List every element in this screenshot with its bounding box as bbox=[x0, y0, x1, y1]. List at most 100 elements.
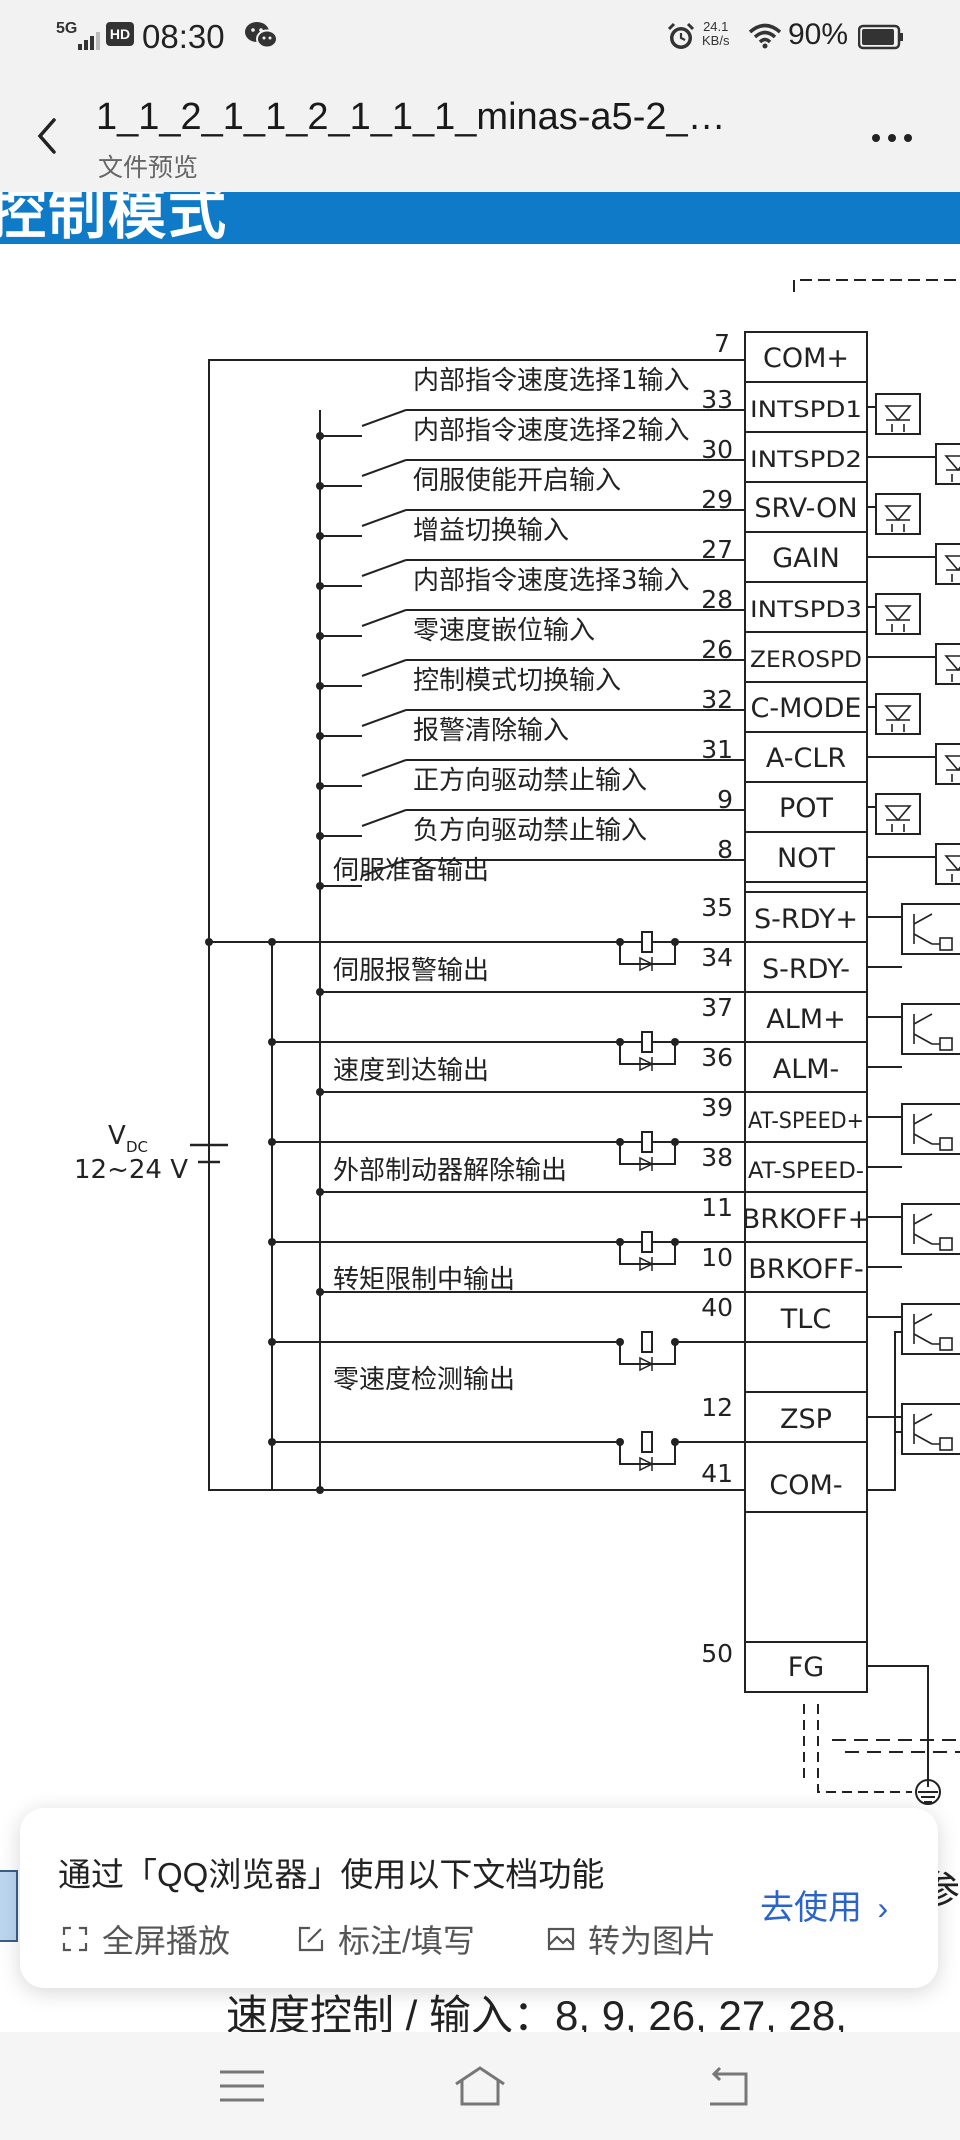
pin-number: 50 bbox=[701, 1639, 733, 1668]
signal-name: AT-SPEED+ bbox=[748, 1109, 864, 1134]
home-icon[interactable] bbox=[450, 2060, 510, 2112]
switch-contact bbox=[361, 759, 407, 777]
wifi-icon bbox=[748, 23, 782, 49]
input-label: 零速度嵌位输入 bbox=[413, 616, 595, 646]
pin-number: 40 bbox=[701, 1293, 733, 1322]
input-optocoupler bbox=[935, 543, 960, 585]
switch-contact bbox=[361, 509, 407, 527]
signal-name: ALM+ bbox=[766, 1004, 845, 1035]
wechat-icon bbox=[245, 22, 278, 49]
relay-coil bbox=[641, 931, 653, 953]
section-title: 控制模式 bbox=[0, 192, 229, 244]
signal-name: AT-SPEED- bbox=[748, 1159, 864, 1184]
chevron-right-icon: › bbox=[877, 1890, 889, 1926]
output-label: 零速度检测输出 bbox=[333, 1365, 515, 1395]
popup-message: 通过「QQ浏览器」使用以下文档功能 bbox=[58, 1856, 605, 1893]
more-icon[interactable] bbox=[862, 118, 922, 158]
relay-coil bbox=[641, 1431, 653, 1453]
status-bar: 5G HD 08:30 24.1 KB/s 90% bbox=[0, 0, 960, 74]
junction-dot bbox=[316, 882, 324, 890]
signal-name: A-CLR bbox=[766, 743, 846, 774]
output-optocoupler bbox=[901, 1403, 960, 1455]
annotate-button[interactable]: 标注/填写 bbox=[296, 1916, 475, 1962]
pin-number: 41 bbox=[701, 1459, 733, 1488]
to-image-button[interactable]: 转为图片 bbox=[546, 1916, 716, 1962]
output-label: 伺服报警输出 bbox=[333, 956, 489, 986]
input-optocoupler bbox=[935, 843, 960, 885]
junction-dot bbox=[316, 732, 324, 740]
back-nav-icon[interactable] bbox=[700, 2060, 760, 2112]
flyback-diode bbox=[639, 1356, 654, 1372]
voltage-range: 12~24 V bbox=[74, 1155, 188, 1185]
junction-dot bbox=[616, 1138, 624, 1146]
doc-peek-left bbox=[0, 1870, 18, 1942]
pin-number: 38 bbox=[701, 1143, 733, 1172]
fullscreen-button[interactable]: 全屏播放 bbox=[60, 1916, 230, 1962]
junction-dot bbox=[268, 1038, 276, 1046]
junction-dot bbox=[671, 938, 679, 946]
relay-coil bbox=[641, 1331, 653, 1353]
vdc-label: V bbox=[108, 1121, 126, 1151]
junction-dot bbox=[671, 1138, 679, 1146]
signal-name: S-RDY- bbox=[762, 954, 850, 985]
pin-number: 12 bbox=[701, 1393, 733, 1422]
signal-name: BRKOFF- bbox=[748, 1254, 864, 1285]
junction-dot bbox=[671, 1038, 679, 1046]
app-header: 1_1_2_1_1_2_1_1_1_minas-a5-2_… 文件预览 bbox=[0, 74, 960, 192]
pin-number: 37 bbox=[701, 993, 733, 1022]
flyback-diode bbox=[639, 1256, 654, 1272]
input-optocoupler bbox=[935, 743, 960, 785]
pin-number: 32 bbox=[701, 685, 733, 714]
output-optocoupler bbox=[901, 1203, 960, 1255]
qq-browser-popup: 通过「QQ浏览器」使用以下文档功能 全屏播放 标注/填写 转为图片 去使用 › bbox=[20, 1808, 938, 1988]
switch-contact bbox=[361, 459, 407, 477]
junction-dot bbox=[316, 582, 324, 590]
back-icon[interactable] bbox=[24, 108, 72, 164]
signal-name: S-RDY+ bbox=[754, 904, 858, 935]
input-label: 内部指令速度选择1输入 bbox=[413, 366, 690, 396]
net-speed-unit: KB/s bbox=[702, 33, 730, 48]
junction-dot bbox=[616, 1338, 624, 1346]
signal-name: POT bbox=[779, 793, 834, 824]
input-optocoupler bbox=[875, 593, 921, 635]
opto-wire bbox=[867, 916, 902, 968]
fullscreen-label: 全屏播放 bbox=[102, 1923, 231, 1959]
pin-number: 30 bbox=[701, 435, 733, 464]
input-label: 正方向驱动禁止输入 bbox=[413, 766, 647, 796]
input-label: 负方向驱动禁止输入 bbox=[413, 816, 647, 846]
pin-number: 28 bbox=[701, 585, 733, 614]
opto-wire bbox=[867, 1116, 902, 1168]
signal-name: INTSPD3 bbox=[750, 598, 862, 623]
junction-dot bbox=[316, 988, 324, 996]
battery-icon bbox=[858, 24, 903, 50]
com-minus-wire bbox=[867, 1331, 902, 1491]
diode-loop bbox=[619, 1342, 676, 1365]
signal-name: ZSP bbox=[780, 1404, 832, 1435]
output-optocoupler bbox=[901, 903, 960, 955]
junction-dot bbox=[316, 632, 324, 640]
fullscreen-icon bbox=[62, 1926, 88, 1952]
to-image-label: 转为图片 bbox=[588, 1923, 717, 1959]
signal-name: ALM- bbox=[773, 1054, 840, 1085]
output-label: 伺服准备输出 bbox=[333, 856, 489, 886]
pin-number: 36 bbox=[701, 1043, 733, 1072]
output-label: 转矩限制中输出 bbox=[333, 1265, 515, 1295]
doc-bottom-text: 速度控制 / 输入：8, 9, 26, 27, 28, bbox=[226, 1992, 847, 2032]
output-optocoupler bbox=[901, 1303, 960, 1355]
signal-name: NOT bbox=[777, 843, 835, 874]
output-optocoupler bbox=[901, 1003, 960, 1055]
pin-number: 11 bbox=[701, 1193, 733, 1222]
signal-name: TLC bbox=[780, 1304, 831, 1335]
pin-number: 31 bbox=[701, 735, 733, 764]
menu-icon[interactable] bbox=[212, 2060, 272, 2112]
input-optocoupler bbox=[875, 693, 921, 735]
go-use-button[interactable]: 去使用 › bbox=[760, 1880, 888, 1929]
pin-number: 7 bbox=[714, 329, 730, 358]
pin-number: 39 bbox=[701, 1093, 733, 1122]
input-optocoupler bbox=[935, 643, 960, 685]
pin-number: 34 bbox=[701, 943, 733, 972]
input-label: 伺服使能开启输入 bbox=[413, 466, 621, 496]
navigation-bar bbox=[0, 2032, 960, 2140]
junction-dot bbox=[316, 1288, 324, 1296]
